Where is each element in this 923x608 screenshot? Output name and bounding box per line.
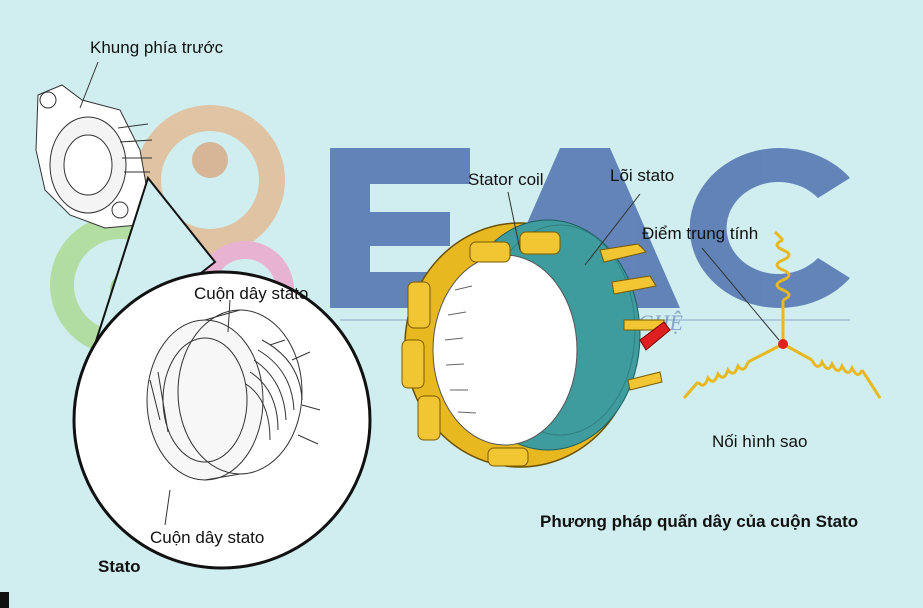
- front-frame-leader: [79, 61, 99, 109]
- neutral-point-label: Điểm trung tính: [642, 224, 759, 243]
- stator-coil-bottom-label: Cuộn dây stato: [150, 528, 265, 547]
- stator-core-leader: [584, 193, 641, 266]
- star-connection-illustration: [682, 230, 882, 399]
- large-stator-illustration: [401, 219, 671, 468]
- coil-bottom-leader: [164, 489, 171, 526]
- front-frame-label: Khung phía trước: [90, 38, 224, 57]
- star-connection-label: Nối hình sao: [712, 432, 808, 451]
- watermark-brand: [330, 148, 850, 308]
- stator-coil-en-label: Stator coil: [468, 170, 544, 189]
- diagram-caption: Phương pháp quấn dây của cuộn Stato: [540, 512, 859, 531]
- stator-label: Stato: [98, 557, 141, 576]
- front-frame-illustration: [35, 84, 153, 229]
- stator-coil-leader: [507, 191, 521, 251]
- neutral-point-leader: [701, 247, 780, 341]
- corner-marker: [0, 592, 9, 608]
- stator-core-label: Lõi stato: [610, 166, 675, 185]
- small-stator-illustration: [146, 309, 321, 481]
- stator-coil-top-label: Cuộn dây stato: [194, 284, 309, 303]
- coil-top-leader: [227, 299, 231, 333]
- neutral-point-dot: [778, 339, 788, 349]
